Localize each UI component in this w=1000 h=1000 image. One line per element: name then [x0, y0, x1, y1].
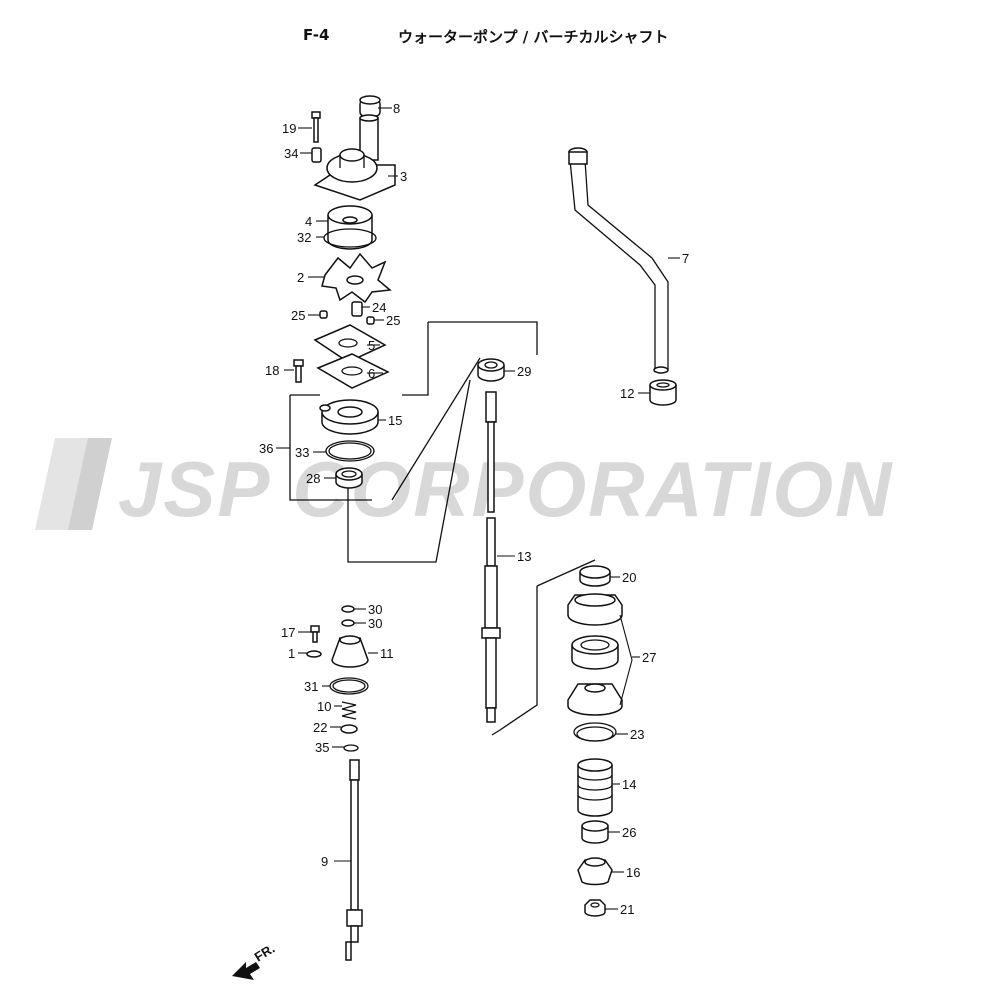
callout-24: 24	[372, 300, 386, 315]
part-24-key	[351, 301, 363, 317]
callout-35: 35	[315, 740, 329, 755]
callout-31: 31	[304, 679, 318, 694]
part-32-o-ring	[323, 228, 377, 248]
part-12-grommet	[649, 379, 677, 406]
callout-36: 36	[259, 441, 273, 456]
part-2-impeller	[321, 252, 392, 304]
page-header: F-4 ウォーターポンプ / バーチカルシャフト	[0, 0, 1000, 60]
part-10-spring	[341, 701, 357, 720]
part-23-shim	[573, 722, 617, 742]
callout-19: 19	[282, 121, 296, 136]
callout-15: 15	[388, 413, 402, 428]
watermark-text: JSP CORPORATION	[118, 445, 893, 533]
part-13-drive-shaft	[481, 391, 501, 723]
front-label: FR.	[252, 941, 278, 965]
part-1-washer	[306, 650, 322, 658]
callout-7: 7	[682, 251, 689, 266]
callout-25-right: 25	[386, 313, 400, 328]
callout-25-left: 25	[291, 308, 305, 323]
callout-18: 18	[265, 363, 279, 378]
part-33-o-ring	[325, 440, 375, 462]
callout-22: 22	[313, 720, 327, 735]
part-4-liner	[327, 205, 373, 250]
part-31-o-ring	[329, 677, 369, 695]
part-8-grommet	[359, 95, 381, 117]
part-9-shift-rod	[345, 759, 363, 961]
part-35-clip	[343, 744, 359, 752]
part-30-washer-bottom	[341, 619, 355, 627]
bracket-lines	[289, 321, 596, 736]
callout-12: 12	[620, 386, 634, 401]
part-25-dowel-left	[319, 310, 328, 319]
callout-33: 33	[295, 445, 309, 460]
part-3-pump-case	[313, 114, 396, 201]
part-20-bushing	[579, 565, 611, 587]
part-14-bellows	[577, 758, 613, 817]
part-11-gear	[331, 635, 369, 668]
part-6-gasket	[316, 353, 390, 389]
watermark: JSP CORPORATION	[35, 438, 893, 533]
callout-30-bottom: 30	[368, 616, 382, 631]
callout-4: 4	[305, 214, 312, 229]
callout-20: 20	[622, 570, 636, 585]
callout-6: 6	[368, 366, 375, 381]
part-7-water-tube	[568, 147, 669, 374]
part-18-bolt	[293, 359, 304, 383]
part-15-housing	[319, 399, 379, 435]
callout-28: 28	[306, 471, 320, 486]
part-19-bolt	[311, 111, 321, 143]
part-25-dowel-right	[366, 316, 375, 325]
callout-10: 10	[317, 699, 331, 714]
callout-21: 21	[620, 902, 634, 917]
part-17-bolt	[310, 625, 320, 643]
callout-17: 17	[281, 625, 295, 640]
callout-3: 3	[400, 169, 407, 184]
part-28-oil-seal	[335, 467, 363, 489]
part-29-seal	[477, 358, 505, 382]
part-34-collar	[311, 147, 322, 163]
callout-26: 26	[622, 825, 636, 840]
callout-2: 2	[297, 270, 304, 285]
callout-9: 9	[321, 854, 328, 869]
part-22-washer	[340, 724, 358, 734]
part-30-washer-top	[341, 605, 355, 613]
figure-title: ウォーターポンプ / バーチカルシャフト	[398, 28, 669, 46]
callout-23: 23	[630, 727, 644, 742]
callout-numbers: 8 19 34 3 4 32 2 24 25 25 5 6 18 15 36 3…	[259, 101, 689, 917]
callout-14: 14	[622, 777, 636, 792]
callout-5: 5	[368, 338, 375, 353]
part-26-bearing	[581, 820, 609, 844]
front-direction-arrow: FR.	[232, 941, 277, 980]
leader-lines	[276, 107, 680, 910]
part-21-nut	[584, 899, 606, 917]
callout-11: 11	[380, 646, 394, 661]
callout-1: 1	[288, 646, 295, 661]
callout-30-top: 30	[368, 602, 382, 617]
callout-8: 8	[393, 101, 400, 116]
callout-13: 13	[517, 549, 531, 564]
callout-16: 16	[626, 865, 640, 880]
figure-code: F-4	[303, 26, 330, 44]
callout-29: 29	[517, 364, 531, 379]
part-5-plate	[313, 324, 387, 363]
part-27-gear-set	[567, 593, 633, 716]
callout-34: 34	[284, 146, 298, 161]
part-16-pinion	[577, 857, 613, 886]
callout-27: 27	[642, 650, 656, 665]
callout-32: 32	[297, 230, 311, 245]
